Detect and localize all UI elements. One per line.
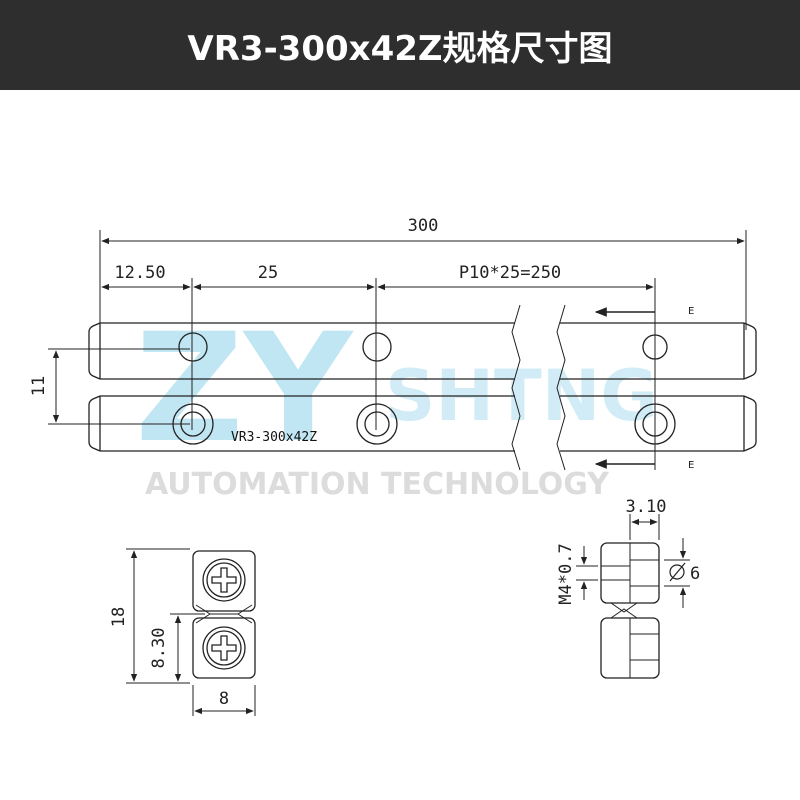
dim-section-width-text: 8: [219, 689, 229, 709]
dim-rail-height-text: 11: [29, 376, 49, 396]
dim-end-offset-text: 12.50: [114, 263, 165, 283]
watermark: ZY SHTNG AUTOMATION TECHNOLOGY: [135, 302, 658, 502]
watermark-tagline: AUTOMATION TECHNOLOGY: [145, 467, 610, 502]
section-mark-bottom: E: [688, 460, 694, 471]
dim-thread-text: M4*0.7: [556, 543, 576, 604]
dim-pitch-row: [101, 278, 656, 470]
break-lines: [511, 304, 566, 471]
phillips-screw-icon: [211, 635, 237, 661]
phillips-screw-icon: [211, 567, 237, 593]
dim-pitch-text: 25: [258, 263, 278, 283]
page-header: VR3-300x42Z规格尺寸图: [0, 0, 800, 90]
diameter-symbol-icon: [669, 562, 686, 582]
dim-rail-height: [48, 348, 190, 425]
page-title: VR3-300x42Z规格尺寸图: [187, 28, 613, 69]
watermark-logo: ZY: [135, 302, 355, 476]
dim-counterbore-dia-text: 6: [690, 564, 700, 584]
rail-model-label: VR3-300x42Z: [231, 430, 317, 445]
dim-total-length-text: 300: [408, 216, 439, 236]
section-view-detail: [576, 514, 690, 679]
section-mark-top: E: [688, 306, 694, 317]
drawing-area: ZY SHTNG AUTOMATION TECHNOLOGY: [0, 90, 800, 800]
dim-total-length: [99, 230, 747, 330]
dim-counterbore-depth-text: 3.10: [626, 497, 667, 517]
section-view-left: [126, 548, 256, 716]
section-arrows: [594, 307, 655, 469]
dim-half-height-text: 8.30: [149, 628, 169, 669]
technical-drawing: ZY SHTNG AUTOMATION TECHNOLOGY: [29, 216, 757, 716]
dim-section-height-text: 18: [109, 607, 129, 627]
upper-rail: [88, 322, 757, 380]
dim-pitch-formula-text: P10*25=250: [459, 263, 561, 283]
